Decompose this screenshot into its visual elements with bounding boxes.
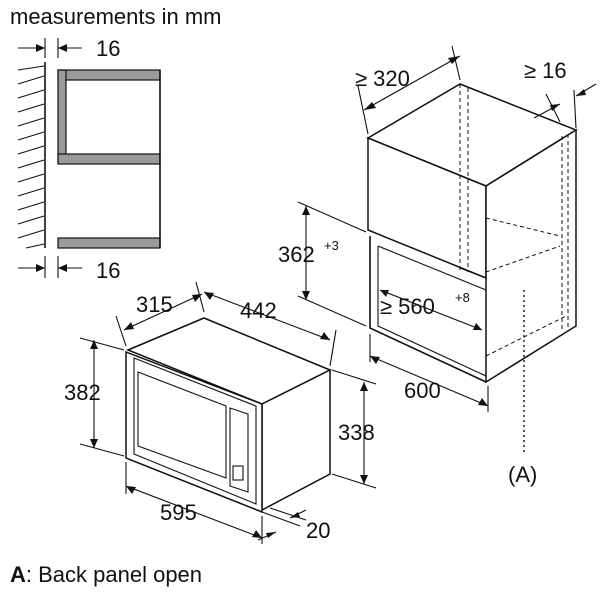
back-panel-marker: (A) [508,462,537,487]
opening-width-dimension [379,289,483,331]
cabinet-opening [369,236,487,383]
cabinet-depth-label: ≥ 320 [355,66,410,91]
appliance-width-dimension [203,291,337,367]
appliance-body-height-dimension [331,369,377,489]
appliance-display [232,465,244,481]
appliance-front-width-dimension [125,462,263,544]
bottom-gap-label: 16 [96,258,120,283]
footnote-text: : Back panel open [26,562,202,587]
appliance-front-depth-label: 20 [306,518,330,543]
cabinet-side-gap-label: ≥ 16 [524,58,567,83]
footnote-key: A [10,562,26,587]
cabinet-view: ≥ 320 ≥ 16 362 +3 ≥ 560 +8 [278,45,597,487]
appliance-control-panel [229,407,249,493]
opening-height-label: 362 [278,242,315,267]
appliance-body-height-label: 338 [338,420,375,445]
footnote: A: Back panel open [10,562,202,587]
appliance-depth-label: 315 [136,292,173,317]
top-gap-label: 16 [96,36,120,61]
cabinet-section [57,69,161,249]
appliance-depth-dimension [115,281,205,347]
appliance-front-depth-dimension [257,507,307,541]
appliance-front-frame [125,350,263,514]
opening-height-dimension [297,201,367,327]
appliance-door-window [137,371,227,479]
appliance-height-dimension [79,337,125,457]
appliance-front-width-label: 595 [160,500,197,525]
appliance-view: 315 442 382 338 [64,281,377,544]
wall-hatch [17,62,46,249]
cabinet-side-panel [485,128,577,384]
cabinet-width-label: 600 [404,378,441,403]
units-note: measurements in mm [10,4,222,29]
bottom-gap-dimension [18,256,82,278]
svg-text:A: Back panel open: A: Back panel open [10,562,202,587]
side-gap-dimension [533,83,597,129]
appliance-width-label: 442 [240,298,277,323]
cabinet-width-dimension [369,334,489,412]
opening-width-tolerance: +8 [455,290,470,305]
side-section-view: 16 16 [17,36,161,283]
top-gap-dimension [18,38,82,58]
depth-dimension [357,45,461,135]
opening-width-label: ≥ 560 [380,294,435,319]
opening-height-tolerance: +3 [324,238,339,253]
appliance-height-label: 382 [64,380,101,405]
